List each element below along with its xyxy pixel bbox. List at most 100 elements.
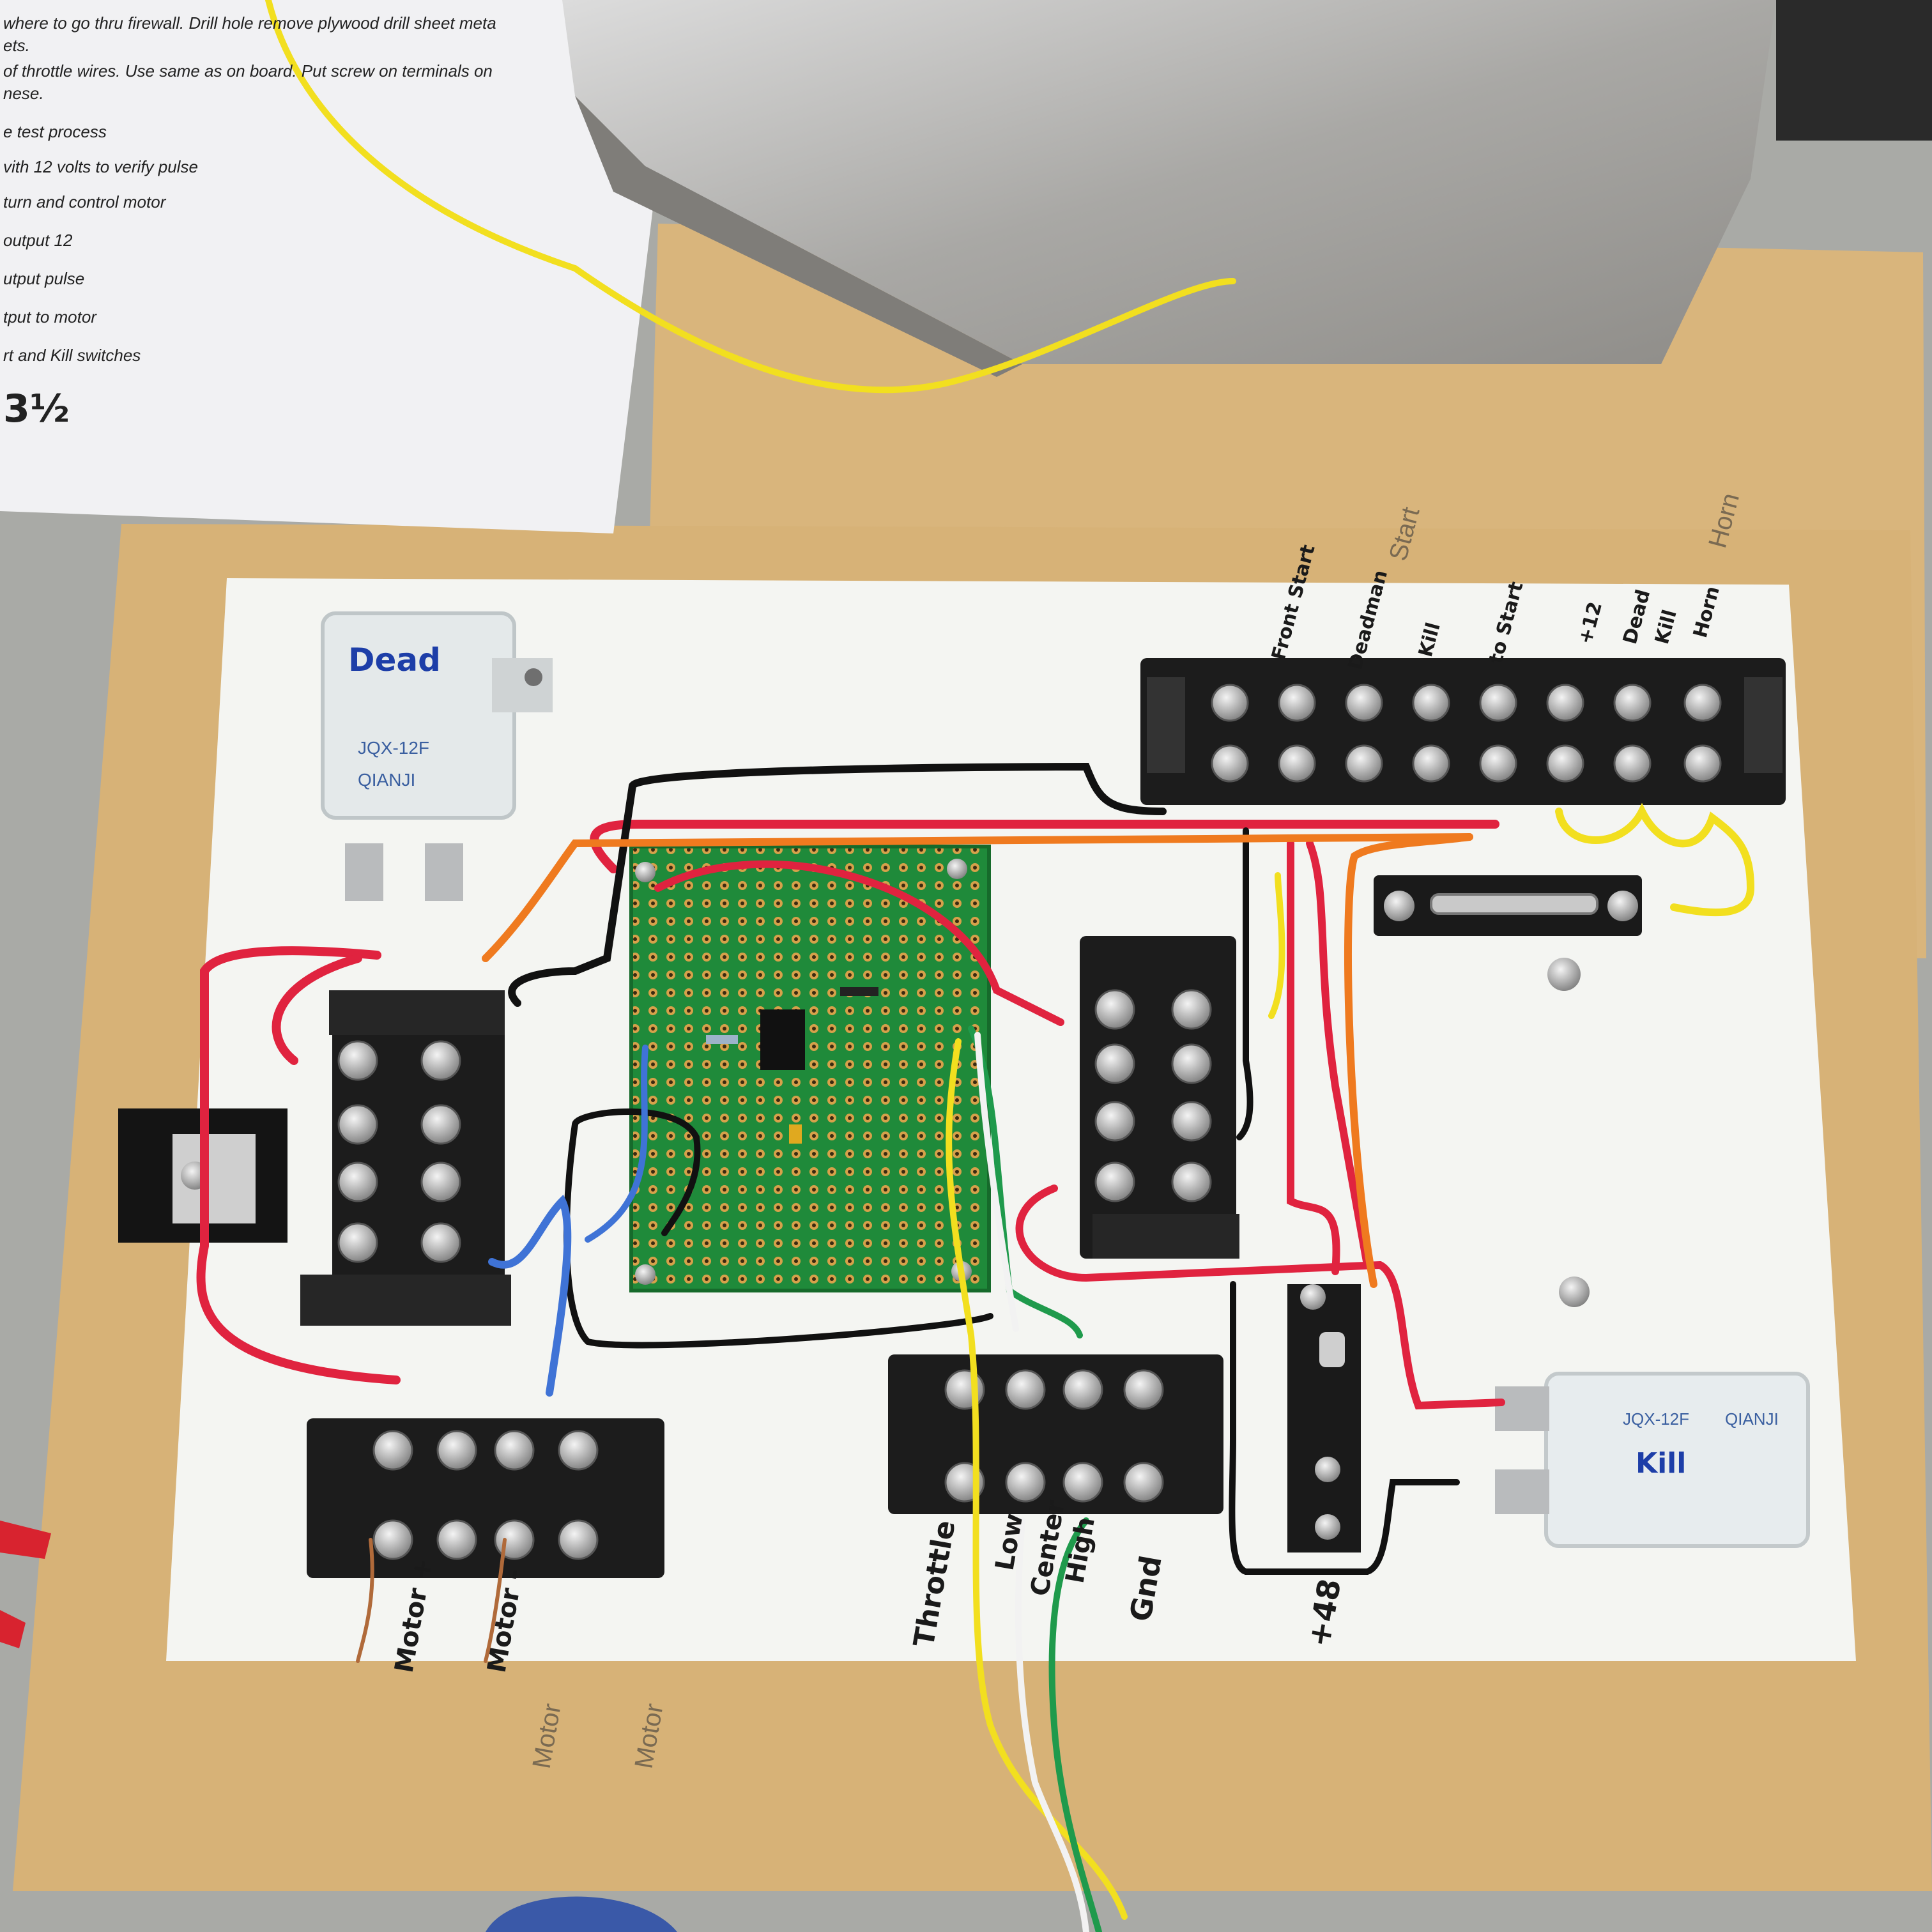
black-wire bbox=[1229, 1281, 1460, 1575]
dead-relay-label: Dead bbox=[348, 641, 441, 678]
red-wire bbox=[1015, 1184, 1505, 1410]
terminal-screw bbox=[1278, 744, 1316, 783]
dead-relay-model: JQX-12F bbox=[358, 738, 429, 758]
terminal-screw bbox=[1094, 989, 1135, 1030]
instruction-text: where to go thru firewall. Drill hole re… bbox=[3, 13, 496, 431]
blue-wire bbox=[488, 1194, 572, 1397]
kill-relay-model: JQX-12F bbox=[1623, 1409, 1689, 1429]
terminal-screw bbox=[1613, 684, 1652, 722]
terminal-screw bbox=[1171, 1043, 1212, 1084]
terminal-screw bbox=[1613, 744, 1652, 783]
terminal-screw bbox=[420, 1040, 461, 1081]
black-wire bbox=[508, 762, 1167, 1007]
red-wire bbox=[1287, 839, 1340, 1275]
green-wire bbox=[1048, 1517, 1102, 1932]
red-wire bbox=[1306, 839, 1371, 1269]
dead-relay-brand: QIANJI bbox=[358, 770, 415, 790]
terminal-screw bbox=[494, 1519, 535, 1560]
blue-wire bbox=[585, 1045, 648, 1243]
terminal-screw bbox=[337, 1104, 378, 1145]
instruction-line: vith 12 volts to verify pulse bbox=[3, 157, 198, 176]
terminal-block-motor bbox=[307, 1418, 664, 1578]
terminal-screw bbox=[1123, 1369, 1164, 1410]
capacitor bbox=[789, 1124, 802, 1144]
instruction-line: nese. bbox=[3, 84, 44, 103]
instruction-line: output 12 bbox=[3, 231, 73, 250]
terminal-screw bbox=[337, 1222, 378, 1263]
terminal-screw bbox=[1094, 1043, 1135, 1084]
resistor bbox=[706, 1035, 738, 1044]
mounting-screw bbox=[1547, 958, 1581, 991]
terminal-screw bbox=[1171, 1101, 1212, 1142]
terminal-screw bbox=[1211, 744, 1249, 783]
terminal-screw bbox=[420, 1104, 461, 1145]
terminal-block-right bbox=[1080, 936, 1239, 1259]
perfboard bbox=[629, 845, 991, 1292]
tape-roll bbox=[486, 1896, 677, 1932]
stainless-enclosure bbox=[562, 0, 1776, 364]
terminal-block-throttle bbox=[888, 1354, 1223, 1514]
terminal-screw bbox=[1546, 684, 1584, 722]
fuse-holder bbox=[1374, 875, 1642, 936]
black-wire bbox=[1236, 827, 1254, 1140]
terminal-screw bbox=[1546, 744, 1584, 783]
terminal-screw bbox=[372, 1430, 413, 1471]
instruction-line: where to go thru firewall. Drill hole re… bbox=[3, 13, 496, 33]
terminal-screw bbox=[1171, 989, 1212, 1030]
terminal-screw bbox=[372, 1519, 413, 1560]
white-wire bbox=[1015, 1517, 1089, 1932]
diode bbox=[840, 987, 878, 996]
terminal-screw bbox=[337, 1162, 378, 1202]
instruction-line: utput pulse bbox=[3, 269, 84, 288]
terminal-screw bbox=[1062, 1462, 1103, 1503]
instruction-line: turn and control motor bbox=[3, 192, 167, 211]
kill-relay-brand: QIANJI bbox=[1725, 1409, 1779, 1429]
terminal-screw bbox=[1123, 1462, 1164, 1503]
red-wire bbox=[272, 954, 362, 1065]
terminal-screw bbox=[420, 1162, 461, 1202]
terminal-screw bbox=[1005, 1462, 1046, 1503]
black-wire bbox=[572, 1108, 701, 1236]
pigtail-wire bbox=[356, 1538, 374, 1663]
instruction-note: 3½ bbox=[3, 387, 70, 431]
terminal-strip-top bbox=[1140, 658, 1786, 805]
kill-relay bbox=[1495, 1372, 1810, 1548]
mounting-screw bbox=[1559, 1276, 1590, 1307]
terminal-screw bbox=[1479, 684, 1517, 722]
orange-wire bbox=[1344, 833, 1473, 1288]
white-wire bbox=[974, 1032, 1019, 1332]
terminal-screw bbox=[1412, 744, 1450, 783]
instruction-line: rt and Kill switches bbox=[3, 346, 141, 365]
red-wire bbox=[196, 946, 401, 1384]
terminal-screw bbox=[420, 1222, 461, 1263]
terminal-screw bbox=[1683, 684, 1722, 722]
terminal-screw bbox=[1683, 744, 1722, 783]
terminal-screw bbox=[1094, 1101, 1135, 1142]
terminal-screw bbox=[1278, 684, 1316, 722]
yellow-wire bbox=[1268, 872, 1285, 1019]
terminal-screw bbox=[1211, 684, 1249, 722]
instruction-line: tput to motor bbox=[3, 307, 97, 326]
instruction-sheet bbox=[0, 0, 658, 533]
red-wire bbox=[654, 860, 1064, 1026]
terminal-screw bbox=[1345, 684, 1383, 722]
terminal-screw bbox=[1171, 1162, 1212, 1202]
ic-chip bbox=[760, 1009, 805, 1070]
dead-relay bbox=[321, 611, 553, 901]
terminal-screw bbox=[1094, 1162, 1135, 1202]
alligator-clips bbox=[0, 1521, 51, 1648]
white-panel bbox=[166, 578, 1856, 1661]
terminal-screw bbox=[1479, 744, 1517, 783]
terminal-screw bbox=[436, 1519, 477, 1560]
yellow-wire bbox=[1555, 802, 1755, 917]
instruction-line: of throttle wires. Use same as on board.… bbox=[3, 61, 493, 80]
battery-breaker bbox=[1287, 1284, 1361, 1552]
terminal-screw bbox=[1005, 1369, 1046, 1410]
terminal-screw bbox=[337, 1040, 378, 1081]
instruction-line: e test process bbox=[3, 122, 107, 141]
red-wire bbox=[590, 820, 1499, 873]
yellow-wire bbox=[265, 0, 1236, 394]
wires bbox=[196, 0, 1755, 1932]
terminal-screw bbox=[1412, 684, 1450, 722]
